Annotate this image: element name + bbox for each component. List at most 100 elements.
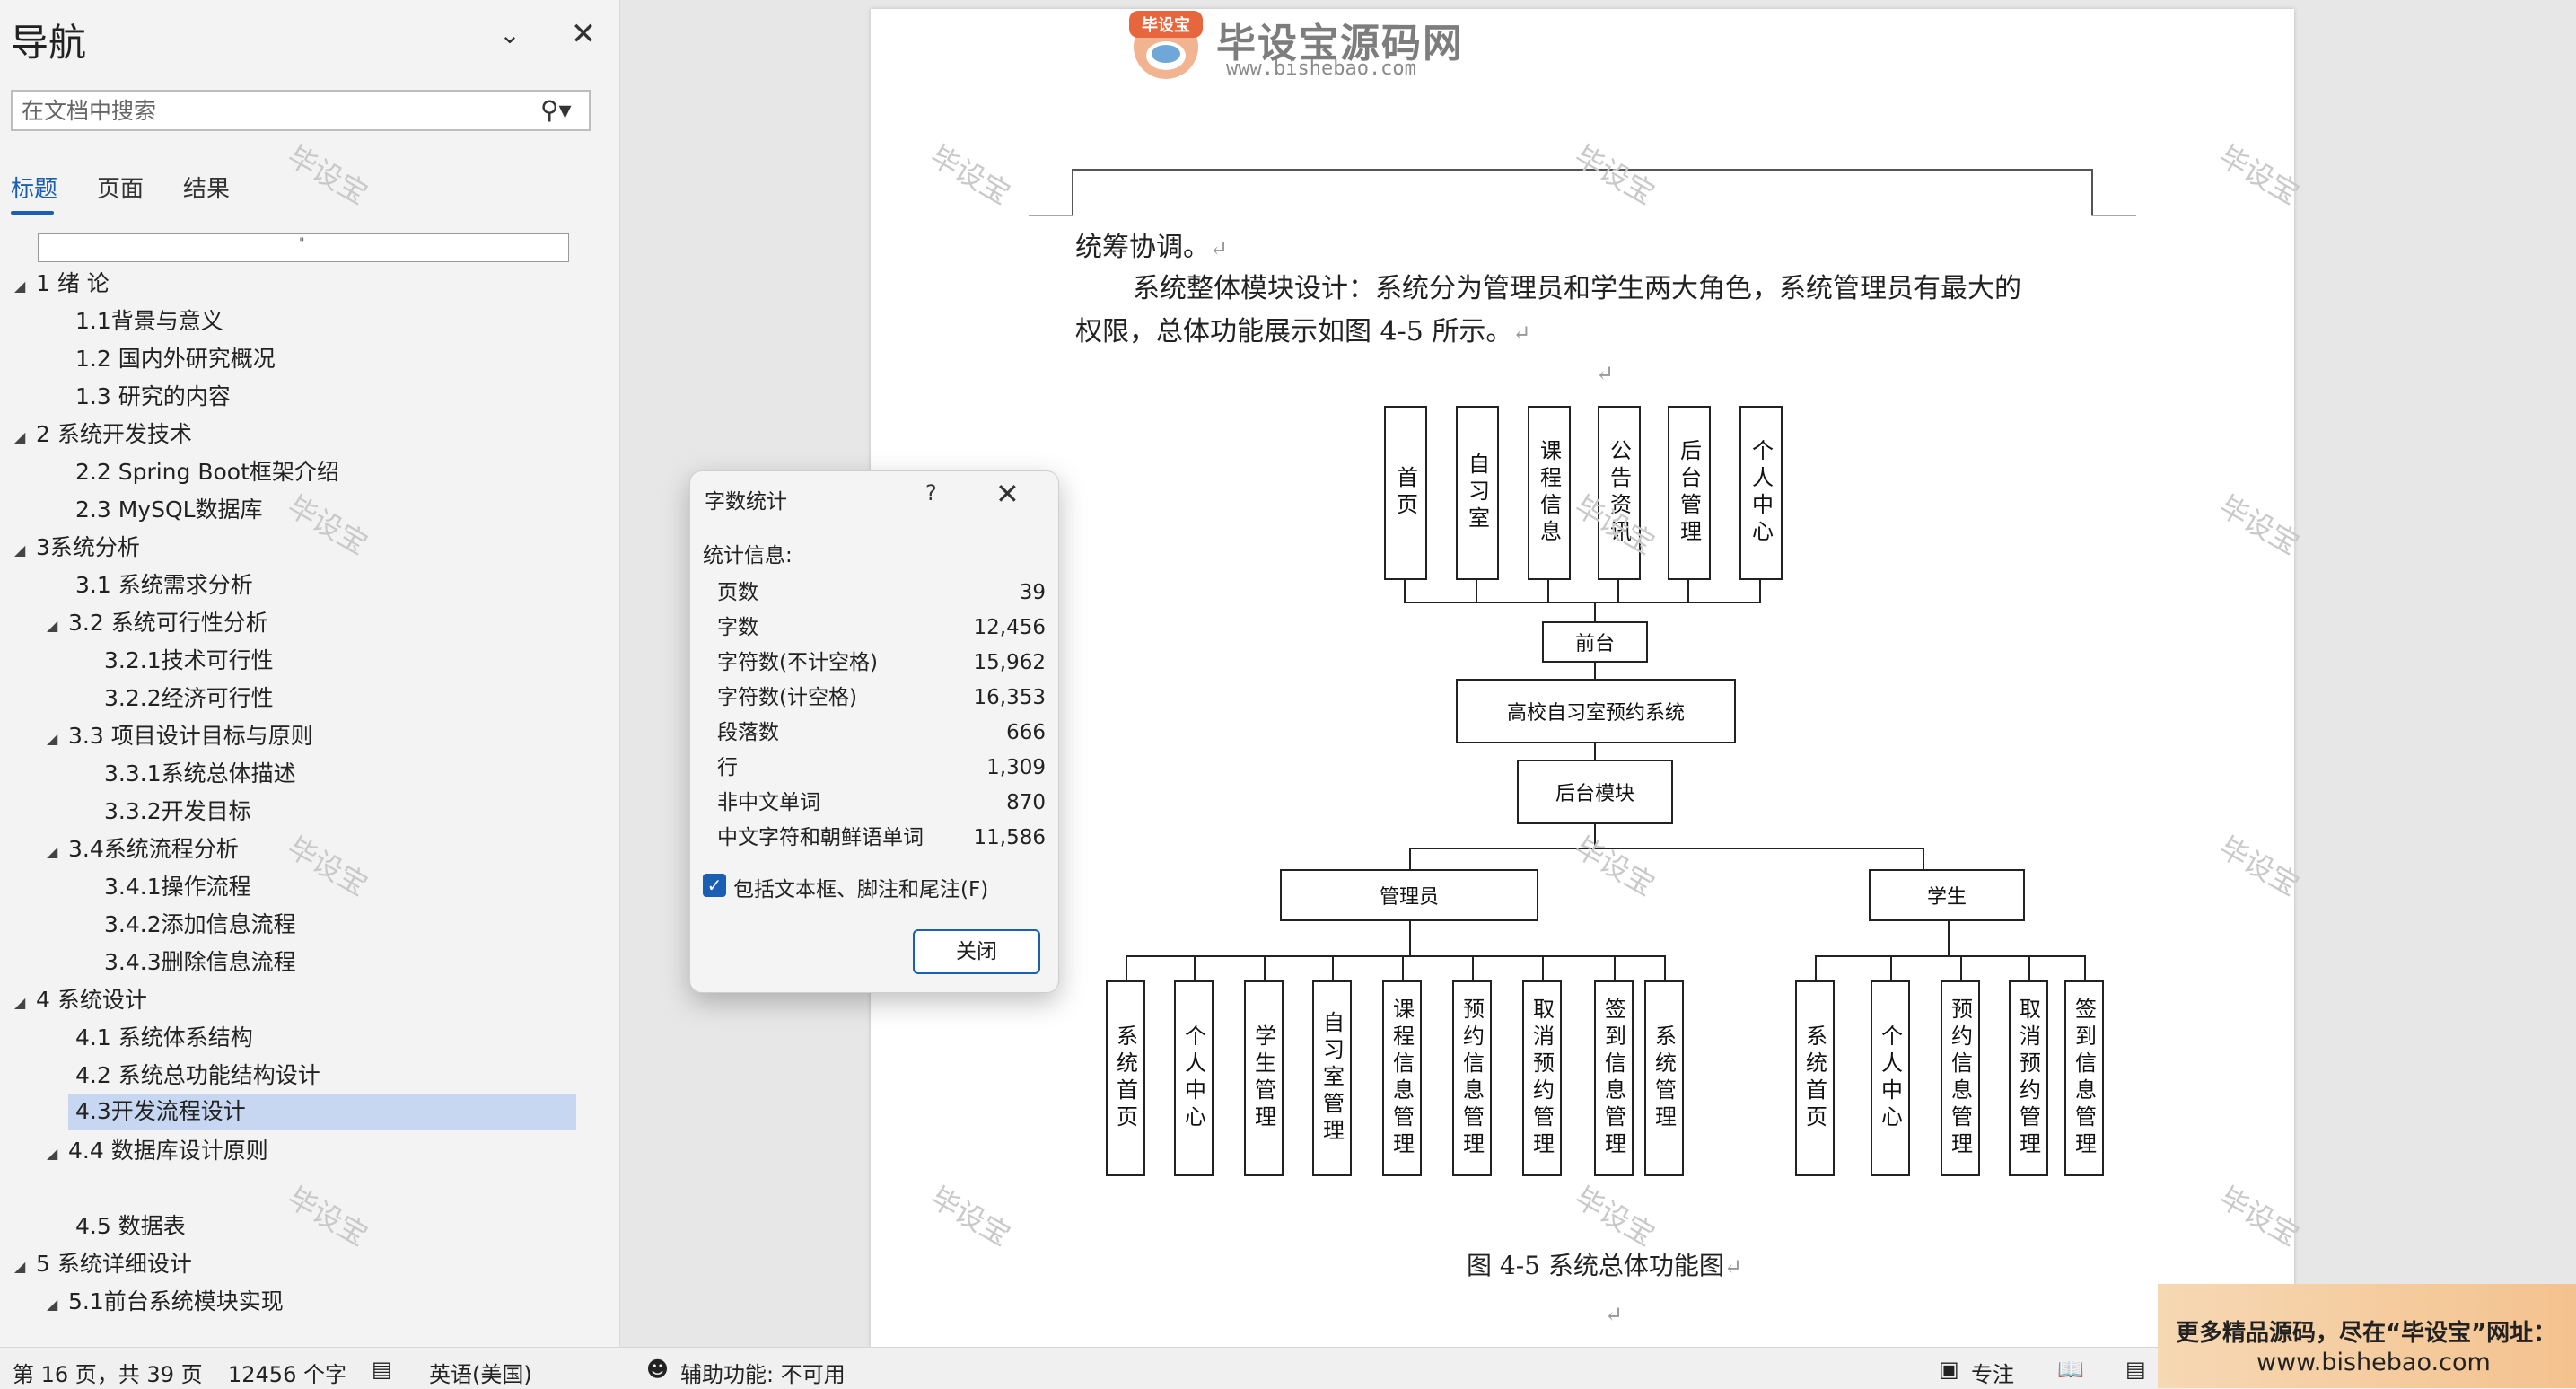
close-icon[interactable]: ✕	[995, 477, 1020, 511]
accessibility-status[interactable]: 辅助功能: 不可用	[680, 1362, 846, 1387]
language[interactable]: 英语(美国)	[429, 1362, 532, 1387]
connector	[1194, 955, 1196, 982]
collapse-triangle-icon[interactable]: ◢	[47, 1296, 58, 1313]
tab-results[interactable]: 结果	[183, 176, 231, 203]
promo-text: 更多精品源码，尽在“毕设宝”网址：	[2176, 1320, 2557, 1347]
include-footnotes-checkbox[interactable]: ✓	[703, 874, 726, 897]
tab-pages[interactable]: 页面	[97, 176, 145, 203]
tree-item[interactable]: ◢5 系统详细设计	[14, 1246, 192, 1282]
tree-item[interactable]: ◢2 系统开发技术	[14, 417, 192, 453]
search-input[interactable]	[13, 92, 551, 129]
tree-item[interactable]: 1.2 国内外研究概况	[75, 341, 276, 377]
diagram-box: 管理员	[1280, 869, 1538, 921]
tree-item-selected[interactable]: 4.3开发流程设计	[68, 1094, 576, 1130]
tree-item[interactable]: ◢ 4.4 数据库设计原则	[47, 1133, 268, 1169]
close-icon[interactable]: ✕	[570, 16, 597, 52]
header-rule-right	[2091, 169, 2093, 215]
connector	[1409, 848, 1411, 871]
tree-item-label: 4.3开发流程设计	[75, 1098, 246, 1124]
tree-item[interactable]: ◢4 系统设计	[14, 982, 147, 1018]
tree-item[interactable]: ◢3.4系统流程分析	[47, 831, 239, 867]
tree-item[interactable]: 4.2 系统总功能结构设计	[75, 1058, 320, 1094]
tree-item[interactable]: 4.1 系统体系结构	[75, 1020, 253, 1056]
connector	[1472, 955, 1474, 982]
collapse-triangle-icon[interactable]: ◢	[14, 994, 26, 1011]
tree-item[interactable]: 1.1背景与意义	[75, 303, 223, 339]
search-icon[interactable]: ⚲▾	[540, 95, 572, 125]
connector	[1960, 955, 1962, 982]
read-mode-icon[interactable]: 📖	[2057, 1357, 2084, 1382]
diagram-box: 预约信息管理	[1941, 980, 1980, 1176]
nav-heading-item[interactable]: "	[38, 233, 569, 262]
collapse-triangle-icon[interactable]: ◢	[14, 541, 26, 558]
tree-item[interactable]: 2.3 MySQL数据库	[75, 492, 263, 528]
word-count[interactable]: 12456 个字	[228, 1362, 346, 1387]
doc-paragraph[interactable]: 统筹协调。↵	[1075, 232, 1229, 263]
margin-mark-right	[2091, 215, 2136, 216]
focus-button[interactable]: 专注	[1971, 1362, 2014, 1387]
tree-item-label: 1.1背景与意义	[75, 308, 223, 334]
figure-caption[interactable]: 图 4-5 系统总体功能图↵	[1467, 1251, 1743, 1280]
collapse-triangle-icon[interactable]: ◢	[47, 730, 58, 747]
tree-item[interactable]: 4.5 数据表	[75, 1209, 186, 1244]
tree-item[interactable]: 3.4.3删除信息流程	[104, 945, 296, 980]
connector	[1332, 955, 1334, 982]
collapse-triangle-icon[interactable]: ◢	[47, 843, 58, 860]
connector	[1948, 921, 1950, 957]
close-button[interactable]: 关闭	[913, 929, 1040, 974]
print-layout-icon[interactable]: ▤	[2125, 1357, 2146, 1382]
tree-item[interactable]: ◢3.2 系统可行性分析	[47, 605, 268, 641]
collapse-triangle-icon[interactable]: ◢	[47, 1145, 58, 1162]
diagram-box: 自习室管理	[1312, 980, 1352, 1176]
page-count[interactable]: 第 16 页，共 39 页	[13, 1362, 203, 1387]
connector	[1815, 955, 2086, 957]
tree-item[interactable]: 3.4.1操作流程	[104, 869, 251, 905]
logo-name: 毕设宝源码网	[1216, 21, 1464, 66]
diagram-box: 后台模块	[1517, 760, 1673, 824]
tree-item[interactable]: ◢1 绪 论	[14, 266, 110, 302]
tree-item[interactable]: 3.1 系统需求分析	[75, 567, 253, 603]
connector	[1815, 955, 1817, 982]
header-rule	[1072, 169, 2093, 171]
tree-item-label: 3.2.2经济可行性	[104, 685, 274, 711]
tree-item[interactable]: ◢ 3.3 项目设计目标与原则	[47, 718, 313, 754]
diagram-box: 系统管理	[1644, 980, 1684, 1176]
tree-item-label: 3.3 项目设计目标与原则	[68, 723, 313, 749]
document-page[interactable]: 统筹协调。↵ 系统整体模块设计：系统分为管理员和学生两大角色，系统管理员有最大的…	[871, 9, 2294, 1347]
checkbox-label[interactable]: 包括文本框、脚注和尾注(F)	[733, 878, 989, 901]
help-icon[interactable]: ?	[925, 480, 937, 505]
collapse-triangle-icon[interactable]: ◢	[47, 617, 58, 634]
tree-item[interactable]: 3.3.1系统总体描述	[104, 756, 296, 792]
bishebao-logo-icon: 毕设宝	[1129, 11, 1203, 79]
doc-paragraph[interactable]: 权限，总体功能展示如图 4-5 所示。↵	[1075, 316, 1531, 347]
tree-item[interactable]: 3.2.1技术可行性	[104, 643, 274, 679]
proofing-icon[interactable]: ▤	[372, 1357, 392, 1382]
tree-item[interactable]: 3.3.2开发目标	[104, 794, 251, 830]
connector	[1547, 580, 1549, 603]
tree-item-label: 4.4 数据库设计原则	[68, 1138, 268, 1164]
tree-item-label: 1.2 国内外研究概况	[75, 346, 276, 372]
collapse-triangle-icon[interactable]: ◢	[14, 428, 26, 445]
tree-item[interactable]: 1.3 研究的内容	[75, 379, 231, 415]
tree-item[interactable]: ◢5.1前台系统模块实现	[47, 1284, 284, 1320]
focus-icon[interactable]: ▣	[1939, 1357, 1959, 1382]
diagram-box: 预约信息管理	[1452, 980, 1492, 1176]
connector	[1409, 848, 1924, 849]
diagram-box: 个人中心	[1871, 980, 1910, 1176]
collapse-triangle-icon[interactable]: ◢	[14, 1258, 26, 1275]
chevron-down-icon[interactable]: ⌄	[499, 20, 521, 49]
accessibility-icon[interactable]: ☻	[646, 1357, 670, 1382]
tree-item[interactable]: 3.2.2经济可行性	[104, 681, 274, 716]
svg-text:毕设宝: 毕设宝	[1142, 15, 1190, 35]
collapse-triangle-icon[interactable]: ◢	[14, 277, 26, 295]
doc-paragraph[interactable]: 系统整体模块设计：系统分为管理员和学生两大角色，系统管理员有最大的	[1133, 273, 2021, 304]
tree-item[interactable]: 3.4.2添加信息流程	[104, 907, 296, 943]
tab-headings[interactable]: 标题	[11, 176, 58, 203]
nav-search-box[interactable]: ⚲▾	[11, 90, 591, 131]
tree-item[interactable]: 2.2 Spring Boot框架介绍	[75, 454, 339, 490]
tree-item-label: 3.4.2添加信息流程	[104, 911, 296, 937]
tree-item[interactable]: ◢3系统分析	[14, 530, 140, 566]
margin-mark-left	[1029, 215, 1073, 216]
